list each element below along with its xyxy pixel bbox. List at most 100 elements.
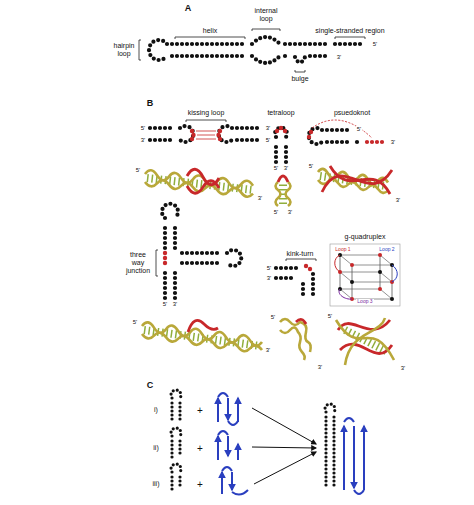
three-way-junction-structure-part: [163, 261, 167, 265]
tetraloop-3d-part: [276, 182, 281, 206]
rna-hairpin-part: [171, 428, 181, 436]
rna-hairpin-part: [178, 441, 181, 457]
kink-turn-3d-part: [296, 319, 306, 324]
g-quadruplex-structure-part-part: [390, 297, 394, 301]
rna-hairpin-part: [171, 464, 181, 472]
rna-protein-complex-part: [332, 417, 335, 489]
g-quadruplex-structure-part-part: [350, 280, 354, 284]
structure-label: hairpin loop: [110, 42, 138, 57]
g-quadruplex-structure-part: [340, 255, 392, 299]
protein-strands-part: [232, 490, 248, 495]
kissing-loop-structure-part: [180, 126, 193, 142]
row-label: iii): [152, 480, 161, 488]
g-quadruplex-structure-part: [335, 255, 340, 272]
g-quadruplex-3d-part: [345, 318, 385, 365]
end-label: 3': [172, 301, 178, 308]
end-label: 5': [372, 41, 378, 48]
plus-sign: +: [196, 443, 204, 454]
end-label: 5': [266, 265, 272, 272]
pseudoknot-structure: [307, 120, 387, 144]
protein-strands: [218, 393, 248, 495]
protein-strands-part: [217, 398, 219, 422]
g-quadruplex-structure-part-part: [378, 287, 382, 291]
g-quadruplex-structure-part: [330, 244, 400, 306]
kissing-loop-structure-part: [196, 131, 216, 139]
protein-strands-part: [231, 472, 233, 490]
plus-sign: +: [196, 405, 204, 416]
structure-label: kissing loop: [187, 109, 226, 117]
three-way-junction-structure-part: [227, 250, 241, 266]
kissing-loop-3d: [145, 169, 253, 197]
g-quadruplex-structure-part: [339, 289, 352, 299]
three-way-junction-structure-part: [163, 268, 167, 298]
protein-strands-part: [222, 467, 232, 471]
tetraloop-structure-part: [283, 129, 287, 133]
three-way-junction-structure-part: [182, 261, 222, 265]
protein-strands-part: [217, 436, 219, 460]
kink-turn-structure-part: [311, 274, 315, 299]
bracket-part: [295, 70, 305, 72]
tetraloop-structure-part: [274, 142, 278, 162]
tetraloop-structure-part: [275, 129, 279, 133]
rna-secondary-structure-part: [295, 57, 305, 63]
tetraloop-structure-part: [284, 142, 288, 162]
end-label: 5': [273, 165, 279, 172]
end-label: 5': [356, 126, 362, 133]
g-quadruplex-structure-part-part: [350, 263, 354, 267]
rna-secondary-structure-part: [172, 42, 247, 46]
end-label: 3': [265, 347, 271, 354]
kissing-loop-structure-part: [237, 138, 262, 142]
kissing-loop-structure: [150, 120, 262, 142]
kissing-loop-structure-part: [237, 126, 262, 130]
g-quadruplex-3d: [336, 318, 394, 365]
loop-label: Loop 3: [356, 299, 373, 305]
protein-strands-part: [237, 444, 239, 460]
three-way-junction-3d: [142, 320, 262, 351]
protein-strands-part: [227, 436, 229, 456]
rna-protein-complex-part: [325, 404, 335, 412]
rna-secondary-structure-part: [335, 42, 365, 46]
end-label: 3': [336, 54, 342, 61]
rna-protein-complex: [325, 404, 364, 494]
g-quadruplex-structure-part-part: [378, 253, 382, 257]
three-way-junction-structure: [156, 204, 241, 298]
end-label: 3': [395, 197, 401, 204]
end-label: 3': [287, 209, 293, 216]
three-way-junction-structure-part: [173, 268, 177, 298]
plus-sign: +: [196, 479, 204, 490]
end-label: 5': [327, 313, 333, 320]
kink-turn-structure-part: [308, 267, 312, 271]
end-label: 3': [140, 137, 146, 144]
kink-turn-structure-part: [276, 276, 296, 280]
pseudoknot-structure-part: [309, 130, 313, 134]
rna-hairpin: [171, 390, 181, 493]
rna-protein-complex-part: [343, 426, 345, 490]
end-label: 5': [140, 125, 146, 132]
structure-label: single-stranded region: [314, 27, 385, 35]
pseudoknot-structure-part: [357, 140, 362, 144]
panel-letter: B: [146, 99, 155, 109]
end-label: 3': [400, 365, 406, 372]
binding-arrow-part: [252, 408, 316, 444]
pseudoknot-structure-part: [327, 128, 352, 132]
rna-protein-complex-part: [353, 426, 355, 488]
g-quadruplex-structure-part: [392, 265, 397, 282]
structure-label: g-quadruplex: [344, 233, 387, 241]
end-label: 5': [270, 314, 276, 321]
kissing-loop-structure-part: [186, 120, 226, 122]
panel-letter: C: [146, 381, 155, 391]
rna-secondary-structure-part: [149, 40, 167, 60]
rna-secondary-structure-part: [172, 54, 247, 58]
protein-strands-part: [237, 398, 239, 422]
kink-turn-3d-part: [280, 319, 311, 352]
end-label: 3': [265, 125, 271, 132]
kissing-loop-3d-part: [187, 181, 219, 194]
rna-protein-complex-part: [344, 418, 354, 422]
rna-hairpin-part: [170, 403, 173, 423]
tetraloop-3d: [276, 176, 291, 206]
rna-secondary-structure-part: [252, 56, 280, 63]
g-quadruplex-structure-part: [338, 253, 394, 301]
structure-label: three way junction: [124, 251, 152, 274]
g-quadruplex-structure: [330, 244, 400, 306]
kissing-loop-structure-part: [218, 137, 222, 141]
